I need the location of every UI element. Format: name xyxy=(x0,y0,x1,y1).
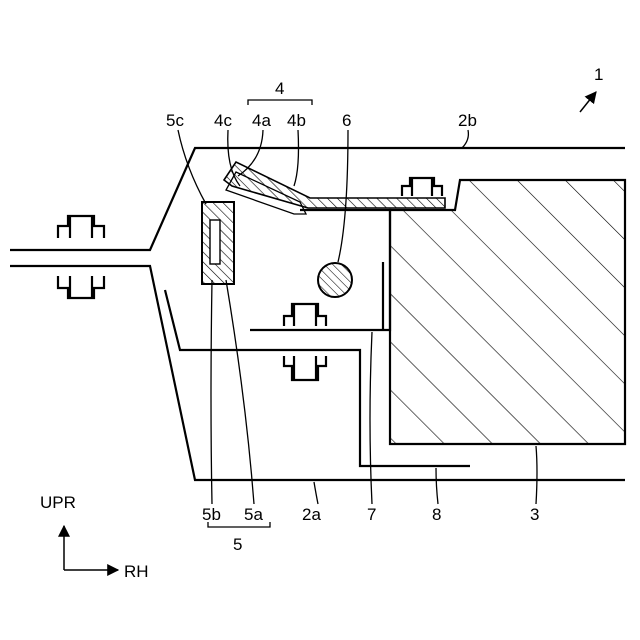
label-panel-2a: 2a xyxy=(302,505,321,524)
label-clip-5c: 5c xyxy=(166,111,184,130)
bolt-left-lower xyxy=(58,276,104,298)
label-rod: 6 xyxy=(342,111,351,130)
label-direction-up: UPR xyxy=(40,493,76,512)
bolt-left-upper xyxy=(58,216,104,238)
clip xyxy=(202,202,234,284)
label-direction-right: RH xyxy=(124,562,149,581)
label-panel-2b: 2b xyxy=(458,111,477,130)
label-clip-group: 5 xyxy=(233,535,242,554)
bolt-top xyxy=(402,178,442,196)
label-seal-4c: 4c xyxy=(214,111,232,130)
bolt-middle xyxy=(284,304,326,326)
label-battery: 3 xyxy=(530,505,539,524)
label-seal-4a: 4a xyxy=(252,111,271,130)
battery-block xyxy=(390,180,625,444)
label-bracket-7: 7 xyxy=(367,505,376,524)
label-bracket-8: 8 xyxy=(432,505,441,524)
label-clip-5b: 5b xyxy=(202,505,221,524)
rod xyxy=(318,263,352,297)
direction-indicator xyxy=(64,526,118,570)
label-seal-4b: 4b xyxy=(287,111,306,130)
label-clip-5a: 5a xyxy=(244,505,263,524)
bolt-lower xyxy=(284,356,326,380)
label-assembly: 1 xyxy=(594,65,603,84)
label-seal-group: 4 xyxy=(275,79,284,98)
